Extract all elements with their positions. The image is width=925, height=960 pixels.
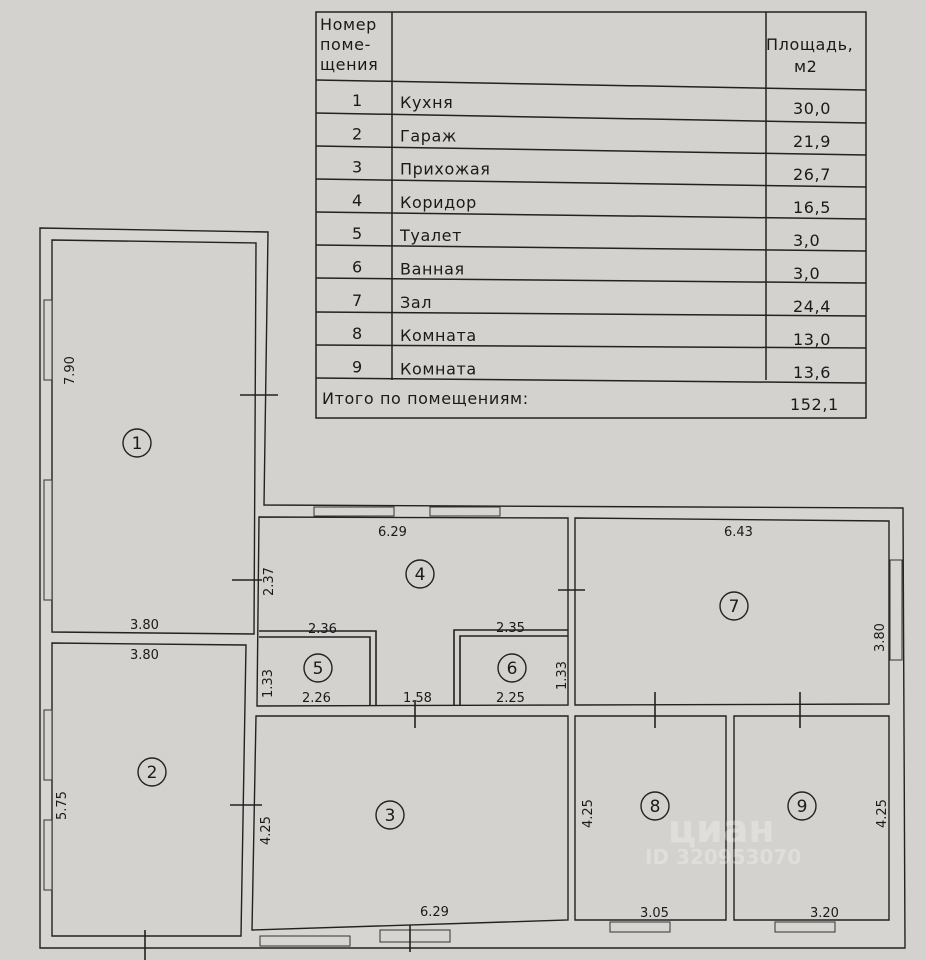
room-circle	[303, 653, 333, 683]
watermark: циан ID 320953070	[645, 807, 801, 869]
row-number: 5	[352, 224, 363, 243]
room-number: 6	[507, 659, 518, 679]
header-area-line1: Площадь,	[766, 35, 853, 54]
dim-room9-height: 4.25	[875, 799, 890, 828]
room-number: 9	[797, 797, 808, 817]
total-value: 152,1	[790, 395, 839, 414]
room-number: 5	[313, 659, 324, 679]
room-circle	[122, 428, 152, 458]
dim-room8-width: 3.05	[640, 906, 669, 921]
dim-corridor-height: 2.37	[262, 567, 277, 596]
room-marker-6: 6	[497, 653, 527, 683]
room-number: 8	[650, 797, 661, 817]
dim-kitchen-height: 7.90	[63, 356, 78, 385]
room-circle	[787, 791, 817, 821]
dim-bath-height: 1.33	[555, 661, 570, 690]
dim-hall-width: 6.43	[724, 525, 753, 540]
room-circle	[497, 653, 527, 683]
dim-room9-width: 3.20	[810, 906, 839, 921]
row-area: 16,5	[793, 198, 831, 217]
room-number: 1	[132, 434, 143, 454]
row-name: Комната	[400, 359, 477, 378]
walls	[39, 227, 906, 949]
row-area: 3,0	[793, 231, 820, 250]
header-number-line3: щения	[320, 55, 378, 74]
dim-hall-height: 3.80	[873, 623, 888, 652]
rooms-table: Номер поме- щения Площадь, м2 1 Кухня 30,0…	[315, 11, 867, 419]
room-number: 2	[147, 763, 158, 783]
room-circle	[375, 800, 405, 830]
dim-entry-height: 4.25	[259, 816, 274, 845]
room-numbers: 1 2 3 4 5 6 7 8 9	[122, 428, 817, 830]
row-number: 1	[352, 91, 363, 110]
header-number-line2: поме-	[320, 35, 371, 54]
row-area: 3,0	[793, 264, 820, 283]
watermark-id: ID 320953070	[645, 845, 801, 869]
room-circle	[137, 757, 167, 787]
row-number: 4	[352, 191, 363, 210]
row-number: 7	[352, 291, 363, 310]
room-marker-8: 8	[640, 791, 670, 821]
dim-bath-top: 2.35	[496, 621, 525, 636]
row-area: 13,0	[793, 330, 831, 349]
row-name: Зал	[400, 293, 432, 312]
room-number: 3	[385, 806, 396, 826]
row-name: Туалет	[399, 226, 462, 245]
row-name: Гараж	[400, 126, 457, 145]
room-circle	[719, 591, 749, 621]
room-marker-2: 2	[137, 757, 167, 787]
dim-kitchen-width: 3.80	[130, 618, 159, 633]
windows	[43, 299, 903, 960]
row-area: 21,9	[793, 132, 831, 151]
dim-wc-height: 1.33	[261, 669, 276, 698]
room-marker-1: 1	[122, 428, 152, 458]
room-marker-3: 3	[375, 800, 405, 830]
room-number: 4	[415, 565, 426, 585]
watermark-brand: циан	[668, 807, 775, 851]
room-marker-4: 4	[405, 559, 435, 589]
dim-wc-bottom: 2.26	[302, 691, 331, 706]
header-number-line1: Номер	[320, 15, 377, 34]
row-name: Комната	[400, 326, 477, 345]
row-name: Коридор	[400, 193, 477, 212]
row-number: 6	[352, 258, 363, 277]
dim-room8-height: 4.25	[581, 799, 596, 828]
dim-garage-width: 3.80	[130, 648, 159, 663]
room-number: 7	[729, 597, 740, 617]
row-number: 8	[352, 324, 363, 343]
row-number: 2	[352, 124, 363, 143]
dim-garage-height: 5.75	[55, 791, 70, 820]
room-marker-7: 7	[719, 591, 749, 621]
row-number: 3	[352, 158, 363, 177]
dim-passage: 1.58	[403, 691, 432, 706]
row-name: Ванная	[400, 260, 465, 279]
dimensions: 7.90 3.80 3.80 5.75 6.29 2.37 2.36 2.26 …	[55, 356, 890, 921]
dim-corridor-width: 6.29	[378, 525, 407, 540]
dim-bath-bottom: 2.25	[496, 691, 525, 706]
row-area: 30,0	[793, 99, 831, 118]
row-number: 9	[352, 357, 363, 376]
row-area: 24,4	[793, 297, 831, 316]
dim-wc-top: 2.36	[308, 622, 337, 637]
room-circle	[405, 559, 435, 589]
dim-entry-width: 6.29	[420, 905, 449, 920]
row-area: 13,6	[793, 363, 831, 382]
room-marker-5: 5	[303, 653, 333, 683]
room-circle	[640, 791, 670, 821]
row-area: 26,7	[793, 165, 831, 184]
room-marker-9: 9	[787, 791, 817, 821]
row-name: Кухня	[400, 93, 453, 112]
header-area-line2: м2	[794, 57, 817, 76]
row-name: Прихожая	[400, 160, 491, 179]
total-label: Итого по помещениям:	[322, 389, 529, 408]
